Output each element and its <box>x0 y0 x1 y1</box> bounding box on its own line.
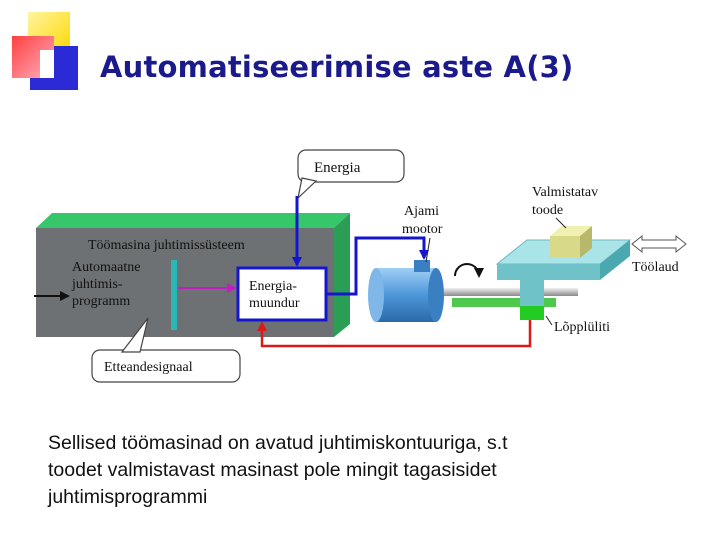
label-toolaud: Töölaud <box>632 260 679 275</box>
leader-lopplulit <box>545 315 553 326</box>
program-divider-bar <box>171 260 177 330</box>
energy-to-motor-arrow <box>326 236 429 296</box>
label-automaatne-2: juhtimis- <box>71 277 123 292</box>
label-valmistatav-1: Valmistatav <box>532 185 598 200</box>
etteandesignaal-callout <box>91 317 241 383</box>
end-switch <box>520 306 544 320</box>
label-energiamuundur-1: Energia- <box>249 279 297 294</box>
lead-screw <box>444 288 578 296</box>
label-ajami-2: mootor <box>402 222 443 237</box>
rotation-icon <box>454 263 484 278</box>
description-line-2: toodet valmistavast masinast pole mingit… <box>48 459 497 481</box>
page-title: Automatiseerimise aste A(3) <box>100 50 574 84</box>
label-valmistatav-2: toode <box>532 203 563 218</box>
energia-callout <box>297 149 405 200</box>
description-line-3: juhtimisprogrammi <box>48 486 208 508</box>
label-lopplulit: Lõpplüliti <box>554 320 610 335</box>
label-toomasina-juhtimissusteem: Töömasina juhtimissüsteem <box>88 238 245 253</box>
label-automaatne-1: Automaatne <box>72 260 140 275</box>
table-motion-arrow <box>631 234 687 254</box>
label-energiamuundur-2: muundur <box>249 296 300 311</box>
label-automaatne-3: programm <box>72 294 130 309</box>
lead-screw-thread <box>452 298 556 307</box>
automation-diagram: Energia Töömasina juhtimissüsteem Automa… <box>34 149 687 383</box>
decor-square-white <box>40 50 54 78</box>
workpiece <box>550 226 592 258</box>
label-energia: Energia <box>314 160 361 176</box>
description-line-1: Sellised töömasinad on avatud juhtimisko… <box>48 432 508 454</box>
work-table <box>495 239 632 306</box>
description-text: Sellised töömasinad on avatud juhtimisko… <box>48 430 688 511</box>
label-ajami-1: Ajami <box>404 204 439 219</box>
label-etteandesignaal: Etteandesignaal <box>104 360 193 375</box>
endswitch-signal-arrow <box>257 320 532 348</box>
leader-valmistatav <box>555 217 567 229</box>
energy-converter-box <box>236 266 328 322</box>
drive-motor <box>368 260 444 322</box>
leader-ajami <box>425 237 431 263</box>
